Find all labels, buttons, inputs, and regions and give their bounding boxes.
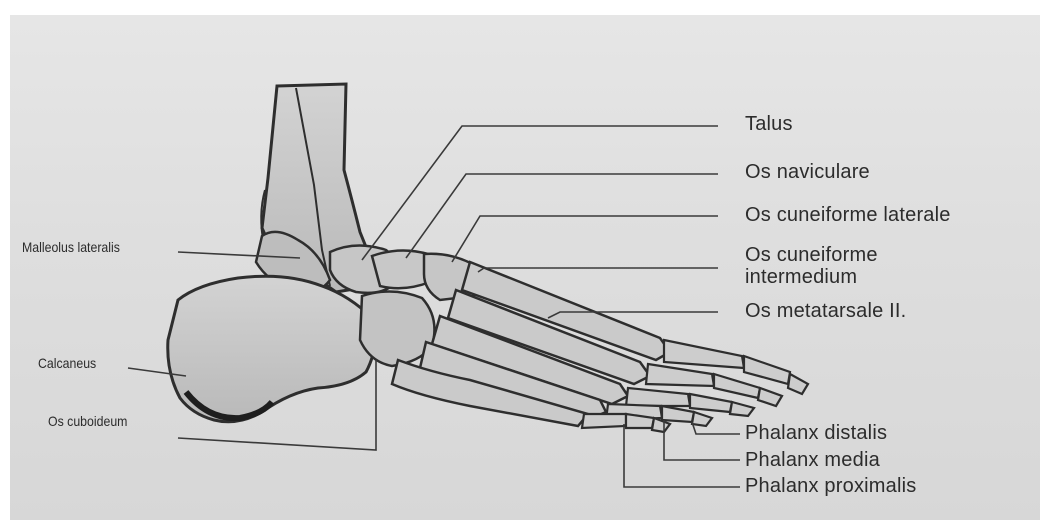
label-calcaneus: Calcaneus — [38, 356, 96, 370]
label-os-cuboideum: Os cuboideum — [48, 414, 127, 428]
calcaneus-bone — [168, 276, 375, 422]
label-phalanx-media: Phalanx media — [745, 450, 880, 470]
label-os-cuneiforme-intermedium-line2: intermedium — [745, 267, 857, 287]
label-phalanx-proximalis: Phalanx proximalis — [745, 476, 916, 496]
label-malleolus-lateralis: Malleolus lateralis — [22, 240, 120, 254]
label-os-cuneiforme-intermedium-line1: Os cuneiforme — [745, 245, 878, 265]
label-os-cuneiforme-laterale: Os cuneiforme laterale — [745, 205, 951, 225]
leader-line-talus — [362, 126, 718, 260]
leader-line-os-cuneiforme-laterale — [452, 216, 718, 262]
label-phalanx-distalis: Phalanx distalis — [745, 423, 887, 443]
label-talus: Talus — [745, 114, 793, 134]
leader-line-os-cuneiforme-intermedium — [478, 268, 718, 272]
label-os-naviculare: Os naviculare — [745, 162, 870, 182]
label-os-metatarsale-ii: Os metatarsale II. — [745, 301, 906, 321]
